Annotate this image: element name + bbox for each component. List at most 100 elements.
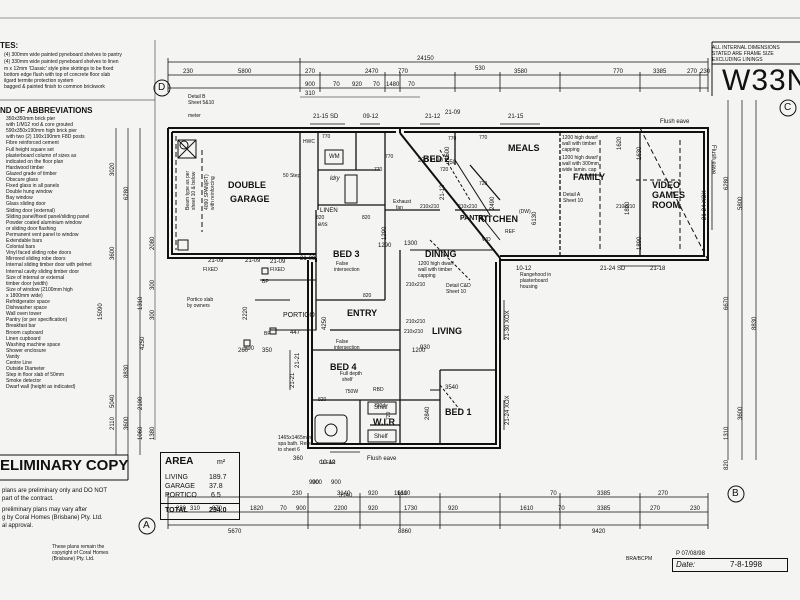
door-size: 210x210 [458,204,478,210]
grid-marker-c: C [784,102,792,113]
dim-bottom: 920 [368,506,379,512]
window-code: 21-09 [445,110,461,116]
exhaust-fan-note: Exhaust [393,199,412,205]
window-code: 21-12 [440,184,446,200]
dim-interior: 550 [446,160,457,166]
abbreviation-item: Hardwood timber [6,164,45,171]
drawn-by: BRA/BCPM [626,556,653,562]
dim-left: 6280 [124,186,130,200]
room-video: GAMES [652,190,686,200]
abbreviation-item: Vinyl faced sliding robe doors [6,250,72,257]
area-row-label: PORTICO [165,492,197,499]
dim-bottom: 920 [448,506,459,512]
area-row-value: 6.5 [211,492,221,499]
notes-title: TES: [0,41,19,50]
dwarf-wall-note: wall with timber [562,141,597,147]
dim-top: 310 [305,91,316,97]
dim-top: 270 [305,69,316,75]
window-code: 21-30 XOX [505,310,511,340]
abbreviation-item: Colonial bars [6,244,36,251]
dim-interior: 1890 [637,236,643,250]
detail-a-label: Sheet 10 [563,198,584,204]
dim-top: 770 [613,69,624,75]
dim-bottom: 1610 [397,491,411,497]
rangehood-note: Rangehood in [520,272,552,278]
dim-interior: 6130 [532,211,538,225]
window-code: 21-15 SD [313,114,339,120]
door-size: 720 [440,167,449,173]
dim-interior: 2220 [243,306,249,320]
area-total-label: TOTAL [165,507,188,514]
dim-left: 300 [150,279,156,290]
bp-label: BP [262,279,269,285]
dim-left: 8830 [124,364,130,378]
dim-top: 5800 [238,69,252,75]
door-size: 210x210 [420,204,440,210]
copyright-line: copyright of Coral Homes [52,550,109,556]
door-size: 750W [345,389,359,395]
dim-bottom: 900 [296,506,307,512]
dim-bottom: 5670 [228,529,242,535]
abbreviation-item: Outside Diameter [6,366,45,373]
dim-left: 1060 [138,426,144,440]
dim-top-overall: 24150 [417,56,434,62]
spa-note: to sheet 6 [278,447,300,453]
dining-dwarf-note: 1200 high dwarf [418,261,454,267]
dim-top: 70 [373,82,380,88]
preliminary-line: plans are preliminary only and DO NOT [2,488,108,494]
dim-bottom: 2200 [334,506,348,512]
spa-note: 1465x1465mm [278,435,312,441]
abbreviation-item: Vanity [6,353,20,360]
dim-interior: 1500 [445,146,451,160]
hwc-label: HWC [303,139,315,145]
dwarf-wall-note: capping [562,147,580,153]
dim-top: 70 [333,82,340,88]
full-depth-shelf-note: Full depth [340,371,362,377]
abbreviation-item: plasterboard column of sizes as [6,152,77,159]
abbreviation-item: timber door (width) [6,280,48,287]
dim-top: 900 [305,82,316,88]
grid-marker-a: A [143,520,150,531]
door-size: 820 [316,215,325,221]
dim-bottom: 8860 [398,529,412,535]
portico-slab-note: by owners [187,303,210,309]
abbreviation-item: 590x350x190mm high brick pier [6,128,77,135]
bp-label: BP [264,331,271,337]
window-code: 21-15 [508,114,524,120]
dim-interior: 930 [420,345,431,351]
abbreviations-title: ND OF ABBREVIATIONS [0,106,93,115]
window-code: 10-12 [320,460,336,466]
dim-top: 230 [183,69,194,75]
abbreviation-item: Glass sliding door [6,201,46,208]
abbreviation-item: Internal sliding timber door with pelmet [6,262,92,269]
dim-bottom: 900 [309,480,320,486]
false-intersection-note: False [336,339,349,345]
dim-interior: 1630 [637,146,643,160]
dim-interior: 590 [244,346,255,352]
dim-bottom: 1820 [250,506,264,512]
dim-left: 2100 [138,396,144,410]
area-row-label: LIVING [165,474,188,481]
dim-left: 15090 [98,303,104,320]
area-row-value: 189.7 [209,474,227,481]
dining-dwarf-note: capping [418,273,436,279]
dim-left: 300 [150,309,156,320]
abbreviation-item: x 1800mm wide) [6,292,43,299]
dim-interior: 1200 [412,348,426,354]
dim-right: 8830 [752,316,758,330]
abbreviation-item: Glazed grade of timber [6,170,57,177]
door-size: 720 [479,181,488,187]
dim-bottom: 900 [331,480,342,486]
dim-right: 820 [724,459,730,470]
room-family: FAMILY [573,172,606,182]
door-size: 770 [448,136,457,142]
door-size: 770 [479,135,488,141]
shelf-label: Shelf [374,405,388,411]
abbreviation-item: Full height square set [6,146,54,153]
dim-top: 2470 [365,69,379,75]
room-video: ROOM [652,200,680,210]
notes-line: bottom edge flush with top of concrete f… [4,72,111,78]
dim-interior: 4250 [322,316,328,330]
copyright-line: (Brisbane) Pty. Ltd. [52,556,95,562]
dim-bottom: 3385 [597,491,611,497]
